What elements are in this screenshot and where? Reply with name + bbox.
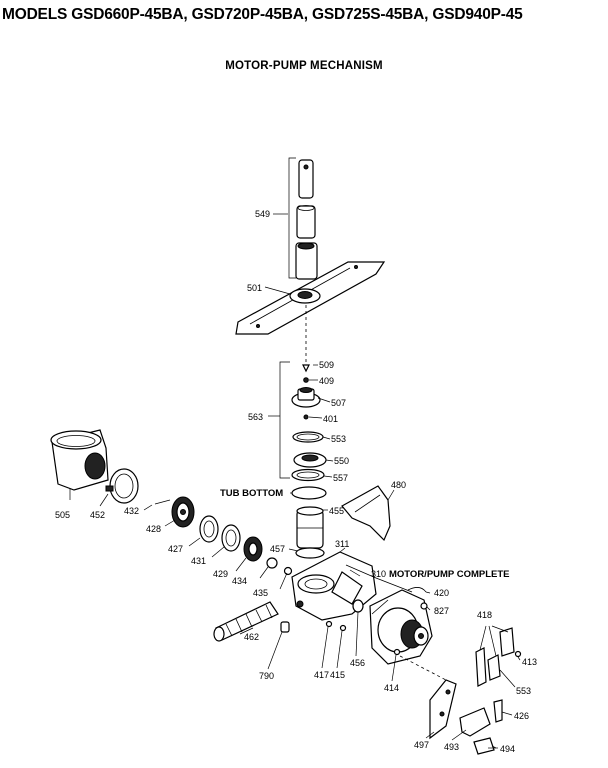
part-number: 426 [514,711,529,721]
part-number: 420 [434,588,449,598]
part-number: 455 [329,506,344,516]
leader-lines [69,213,521,749]
part-number: 311 [335,539,349,549]
grommet-456 [352,599,364,613]
part-number: 310 [371,569,386,579]
seal-457 [295,547,325,559]
hose-clamp-452 [105,468,139,504]
pump-body-311 [291,551,377,621]
screw-415 [339,624,347,632]
part-numbers: 549 501 509 409 507 563 401 553 550 557 … [55,209,537,754]
part-number: 457 [270,544,285,554]
part-number: 434 [232,576,247,586]
washer-435 [283,566,293,576]
part-number: 493 [444,742,459,752]
part-number: 428 [146,524,161,534]
part-number: 507 [331,398,346,408]
clip-420 [407,587,427,593]
filter-housing-505 [50,429,109,491]
part-number: 452 [90,510,105,520]
part-number: 401 [323,414,338,424]
part-number: 501 [247,283,262,293]
tub-bottom-label: TUB BOTTOM [220,488,283,499]
part-number: 553 [331,434,346,444]
part-number: 827 [434,606,449,616]
part-number: 427 [168,544,183,554]
part-number: 456 [350,658,365,668]
part-number: 505 [55,510,70,520]
gasket-310 [345,564,413,593]
switch-brackets-418 [475,625,522,687]
part-number: 563 [248,412,263,422]
bracket-563 [279,361,290,479]
bracket-493 [459,707,491,737]
part-number: 509 [319,360,334,370]
part-number: 557 [333,473,348,483]
lower-spray-arm [235,261,386,335]
part-number: 414 [384,683,399,693]
part-number: 494 [500,744,515,754]
ring-431 [221,524,241,552]
part-number: 435 [253,588,268,598]
washer-827 [420,602,428,610]
drain-hose-462 [213,601,279,642]
part-number: 432 [124,506,139,516]
nut-434 [266,557,278,569]
impeller-assembly-428 [154,496,195,528]
spring-790 [280,621,290,633]
part-number: 549 [255,209,270,219]
part-number: 431 [191,556,206,566]
part-number: 429 [213,569,228,579]
motor [369,589,433,665]
part-number: 497 [414,740,429,750]
part-number: 790 [259,671,274,681]
screw-417 [325,620,333,628]
diagram-subtitle: MOTOR-PUMP MECHANISM [225,60,383,72]
motor-mount-497 [429,679,457,740]
part-number: 418 [477,610,492,620]
part-number: 409 [319,376,334,386]
part-number: 550 [334,456,349,466]
motor-pump-complete-label: MOTOR/PUMP COMPLETE [389,569,510,580]
models-heading: MODELS GSD660P-45BA, GSD720P-45BA, GSD72… [2,6,523,23]
part-number: 415 [330,670,345,680]
part-number: 417 [314,670,329,680]
pump-cover-480 [341,485,391,542]
block-494 [473,737,495,755]
screw-414 [393,648,401,656]
part-number: 480 [391,480,406,490]
part-number: 462 [244,632,259,642]
spray-tower-tubes [288,157,318,280]
ring-427 [199,515,219,543]
part-number: 413 [522,657,537,667]
clip-426 [493,699,503,723]
upper-hub-stack [291,364,327,482]
tub-bottom-ring [291,486,327,500]
part-number: 553 [516,686,531,696]
